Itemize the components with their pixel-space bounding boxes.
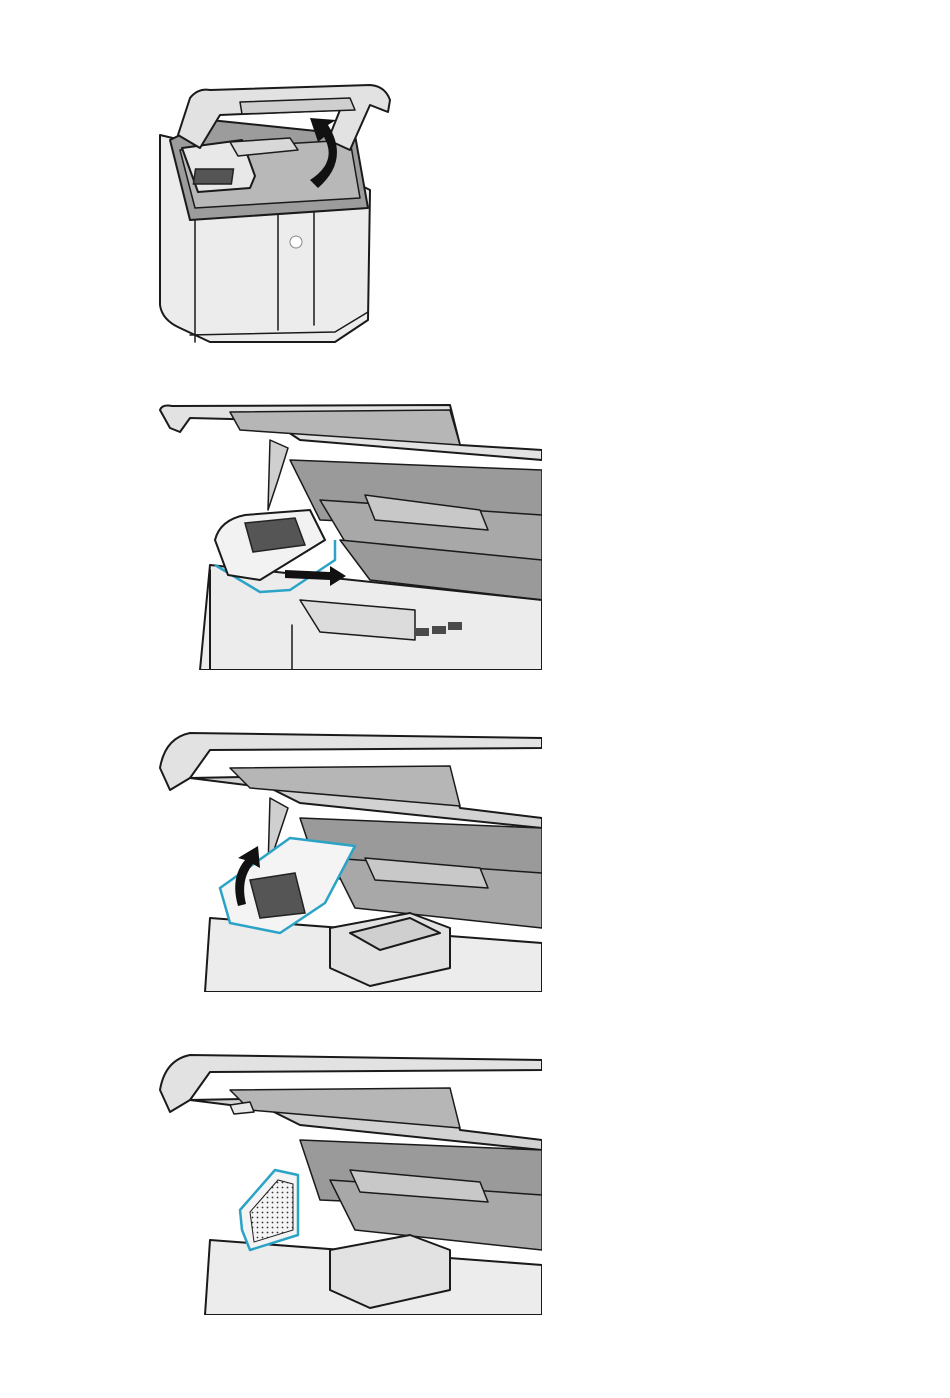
- printer-open-lid-illustration: [150, 80, 410, 350]
- figure-4-filter-cover: [150, 1050, 542, 1315]
- control-panel-lift-up-illustration: [150, 728, 542, 992]
- control-panel-slide-out-illustration: [150, 400, 542, 670]
- filter-cover-illustration: [150, 1050, 542, 1315]
- figure-3-control-panel-lift-up: [150, 728, 542, 992]
- figure-1-printer-open-lid: [150, 80, 410, 350]
- figure-2-control-panel-slide-out: [150, 400, 542, 670]
